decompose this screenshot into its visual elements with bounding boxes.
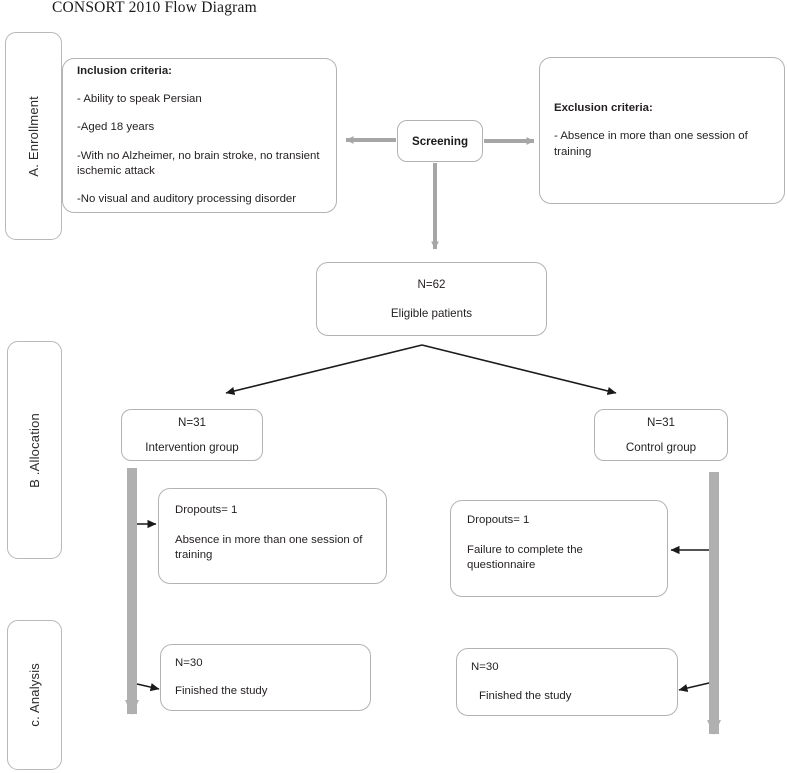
inclusion-criteria-box: Inclusion criteria: - Ability to speak P…: [62, 58, 337, 213]
exclusion-item-0: - Absence in more than one session of tr…: [554, 130, 748, 158]
screening-label: Screening: [411, 134, 469, 148]
intervention-finished-label: Finished the study: [175, 685, 268, 697]
control-group-label: Control group: [625, 441, 697, 454]
control-finished-box: N=30 Finished the study: [456, 648, 678, 716]
control-dropouts-text: Dropouts= 1 Failure to complete the ques…: [451, 513, 667, 573]
control-dropouts-reason: Failure to complete the questionnaire: [467, 544, 583, 572]
control-dropouts-box: Dropouts= 1 Failure to complete the ques…: [450, 500, 668, 597]
stage-label-enrollment: A. Enrollment: [5, 32, 62, 240]
exclusion-criteria-text: Exclusion criteria: - Absence in more th…: [540, 101, 784, 159]
control-finished-text: N=30 Finished the study: [457, 660, 677, 703]
arrow-to-control-finished: [678, 682, 710, 693]
intervention-dropouts-count: Dropouts= 1: [175, 504, 238, 516]
inclusion-item-0: - Ability to speak Persian: [77, 93, 202, 106]
intervention-group-count: N=31: [177, 415, 207, 429]
control-group-box: N=31 Control group: [594, 409, 728, 461]
stage-label-allocation: B .Allocation: [7, 341, 62, 559]
eligible-patients-label: Eligible patients: [390, 307, 473, 320]
intervention-dropouts-text: Dropouts= 1 Absence in more than one ses…: [159, 503, 386, 563]
inclusion-item-2: -With no Alzheimer, no brain stroke, no …: [77, 149, 320, 177]
intervention-group-label: Intervention group: [145, 441, 239, 454]
control-group-count: N=31: [646, 415, 676, 429]
inclusion-item-1: -Aged 18 years: [77, 121, 155, 134]
inclusion-criteria-heading: Inclusion criteria:: [77, 65, 172, 78]
control-group-text: N=31 Control group: [595, 415, 727, 455]
intervention-dropouts-reason: Absence in more than one session of trai…: [175, 534, 363, 562]
screening-box: Screening: [397, 120, 483, 162]
eligible-patients-box: N=62 Eligible patients: [316, 262, 547, 336]
eligible-patients-count: N=62: [417, 277, 446, 291]
arrow-eligible-to-intervention: [225, 344, 423, 395]
stage-label-allocation-text: B .Allocation: [27, 412, 42, 488]
intervention-group-box: N=31 Intervention group: [121, 409, 263, 461]
control-finished-label: Finished the study: [479, 689, 572, 702]
intervention-group-text: N=31 Intervention group: [122, 415, 262, 455]
inclusion-criteria-text: Inclusion criteria: - Ability to speak P…: [63, 64, 336, 206]
stage-label-analysis-text: c. Analysis: [27, 663, 42, 727]
arrow-eligible-to-control: [421, 344, 617, 395]
intervention-finished-box: N=30 Finished the study: [160, 644, 371, 711]
intervention-dropouts-box: Dropouts= 1 Absence in more than one ses…: [158, 488, 387, 584]
intervention-finished-text: N=30 Finished the study: [161, 656, 370, 699]
arrow-to-intervention-finished: [136, 683, 160, 692]
exclusion-criteria-box: Exclusion criteria: - Absence in more th…: [539, 57, 785, 204]
control-finished-count: N=30: [471, 661, 499, 674]
intervention-finished-count: N=30: [175, 656, 203, 669]
page-title: CONSORT 2010 Flow Diagram: [52, 0, 257, 16]
inclusion-item-3: -No visual and auditory processing disor…: [77, 192, 297, 205]
eligible-patients-text: N=62 Eligible patients: [317, 277, 546, 321]
stage-label-analysis: c. Analysis: [7, 620, 62, 770]
control-dropouts-count: Dropouts= 1: [467, 514, 530, 526]
exclusion-criteria-heading: Exclusion criteria:: [554, 102, 653, 115]
stage-label-enrollment-text: A. Enrollment: [26, 95, 41, 177]
